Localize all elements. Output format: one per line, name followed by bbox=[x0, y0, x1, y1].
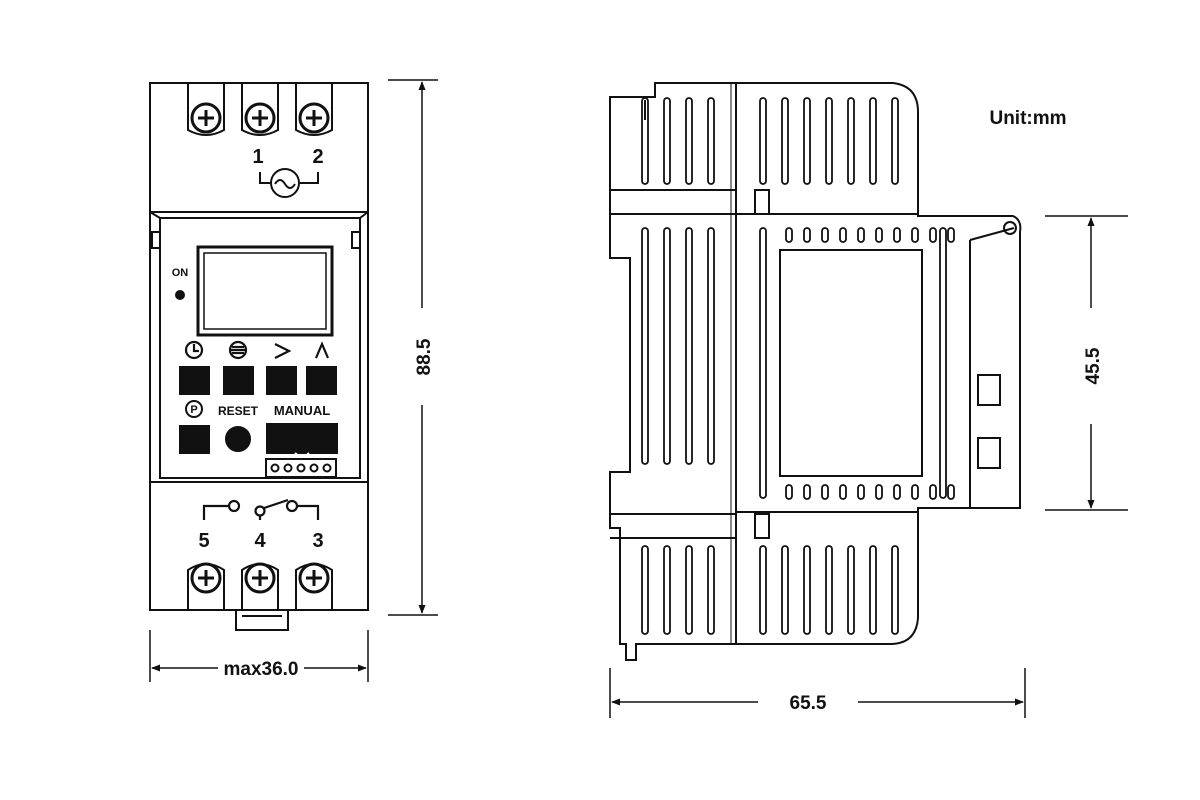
rib bbox=[821, 227, 829, 243]
rib bbox=[759, 545, 767, 635]
rib bbox=[939, 227, 947, 499]
rib bbox=[781, 545, 789, 635]
rib bbox=[929, 484, 937, 500]
front-view bbox=[149, 82, 369, 631]
menu-icon bbox=[228, 340, 248, 360]
rib bbox=[707, 97, 715, 185]
rail-height-dimension-label: 45.5 bbox=[1083, 347, 1104, 384]
up-button[interactable] bbox=[306, 366, 337, 395]
top-screw-2 bbox=[244, 102, 276, 134]
din-clip bbox=[235, 609, 289, 631]
rib bbox=[641, 227, 649, 465]
rib bbox=[825, 97, 833, 185]
bottom-screw-4 bbox=[244, 562, 276, 594]
rib bbox=[869, 545, 877, 635]
rib bbox=[663, 545, 671, 635]
rib bbox=[707, 545, 715, 635]
on-led bbox=[175, 290, 185, 300]
height-dimension bbox=[388, 79, 438, 616]
program-button[interactable] bbox=[179, 425, 210, 454]
rib bbox=[847, 545, 855, 635]
width-dimension bbox=[149, 630, 369, 682]
control-panel bbox=[159, 217, 361, 479]
right-arrow-icon bbox=[274, 343, 292, 359]
rib bbox=[825, 545, 833, 635]
rib bbox=[947, 227, 955, 243]
rib bbox=[685, 545, 693, 635]
rib bbox=[911, 227, 919, 243]
clock-icon bbox=[184, 340, 204, 360]
on-indicator-label: ON bbox=[172, 267, 189, 279]
rib bbox=[875, 484, 883, 500]
bottom-screw-3 bbox=[298, 562, 330, 594]
rail-height-dimension bbox=[1045, 215, 1128, 511]
rib bbox=[891, 97, 899, 185]
ac-symbol-icon bbox=[259, 168, 319, 198]
rib bbox=[759, 97, 767, 185]
side-body bbox=[609, 82, 1022, 661]
rib bbox=[803, 484, 811, 500]
rib bbox=[663, 227, 671, 465]
rib bbox=[759, 227, 767, 499]
rib bbox=[707, 227, 715, 465]
rib bbox=[803, 545, 811, 635]
program-port bbox=[265, 458, 337, 478]
rib bbox=[803, 227, 811, 243]
unit-note: Unit:mm bbox=[989, 108, 1066, 129]
rib bbox=[839, 484, 847, 500]
bottom-screw-5 bbox=[190, 562, 222, 594]
terminal-label-5: 5 bbox=[198, 530, 209, 552]
rib bbox=[857, 484, 865, 500]
rib bbox=[663, 97, 671, 185]
p-icon-letter: P bbox=[190, 404, 197, 416]
width-dimension-label: max36.0 bbox=[223, 659, 298, 680]
relay-contact-icon bbox=[202, 498, 320, 520]
top-screw-1 bbox=[190, 102, 222, 134]
side-window bbox=[779, 249, 923, 477]
reset-label: RESET bbox=[218, 404, 259, 418]
rib bbox=[641, 545, 649, 635]
up-arrow-icon bbox=[314, 341, 330, 359]
rib bbox=[911, 484, 919, 500]
rib bbox=[869, 97, 877, 185]
manual-button[interactable] bbox=[266, 423, 338, 454]
reset-button[interactable] bbox=[225, 426, 251, 452]
right-button[interactable] bbox=[266, 366, 297, 395]
rib bbox=[839, 227, 847, 243]
rib bbox=[857, 227, 865, 243]
rib bbox=[641, 97, 649, 185]
terminal-label-3: 3 bbox=[312, 530, 323, 552]
depth-dimension bbox=[609, 668, 1026, 718]
rib bbox=[947, 484, 955, 500]
rib bbox=[891, 545, 899, 635]
rib bbox=[893, 484, 901, 500]
rib bbox=[781, 97, 789, 185]
top-screw-3 bbox=[298, 102, 330, 134]
rib bbox=[685, 97, 693, 185]
rib bbox=[929, 227, 937, 243]
manual-label: MANUAL bbox=[274, 403, 330, 418]
menu-button[interactable] bbox=[223, 366, 254, 395]
rib bbox=[685, 227, 693, 465]
rib bbox=[785, 227, 793, 243]
p-circle-icon bbox=[185, 400, 203, 418]
rib bbox=[821, 484, 829, 500]
rib bbox=[785, 484, 793, 500]
clock-button[interactable] bbox=[179, 366, 210, 395]
rib bbox=[875, 227, 883, 243]
terminal-label-1: 1 bbox=[252, 146, 263, 168]
terminal-label-4: 4 bbox=[254, 530, 266, 552]
rib bbox=[803, 97, 811, 185]
cooling-ribs bbox=[641, 97, 955, 635]
lcd-display bbox=[196, 245, 334, 337]
terminal-label-2: 2 bbox=[312, 146, 323, 168]
depth-dimension-label: 65.5 bbox=[790, 693, 827, 714]
side-view bbox=[609, 82, 1022, 661]
height-dimension-label: 88.5 bbox=[414, 338, 435, 375]
rib bbox=[893, 227, 901, 243]
rib bbox=[847, 97, 855, 185]
